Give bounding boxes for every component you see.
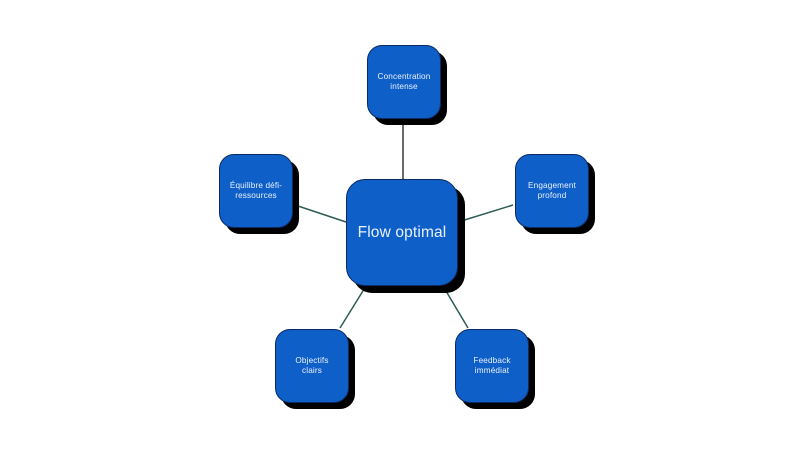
node-flow-optimal[interactable]: Flow optimal (346, 179, 458, 286)
node-equilibre-defi-ressources[interactable]: Équilibre défi- ressources (219, 154, 293, 228)
node-engagement-profond[interactable]: Engagement profond (515, 154, 589, 228)
node-feedback-immediat[interactable]: Feedback immédiat (455, 329, 529, 403)
connector-center-to-feedback-immediat (442, 285, 469, 329)
node-concentration-intense[interactable]: Concentration intense (367, 45, 441, 119)
connector-center-to-objectifs-clairs (339, 285, 367, 329)
connector-center-to-equilibre-defi-ressources (294, 204, 347, 223)
connector-center-to-engagement-profond (457, 204, 514, 223)
node-objectifs-clairs[interactable]: Objectifs clairs (275, 329, 349, 403)
